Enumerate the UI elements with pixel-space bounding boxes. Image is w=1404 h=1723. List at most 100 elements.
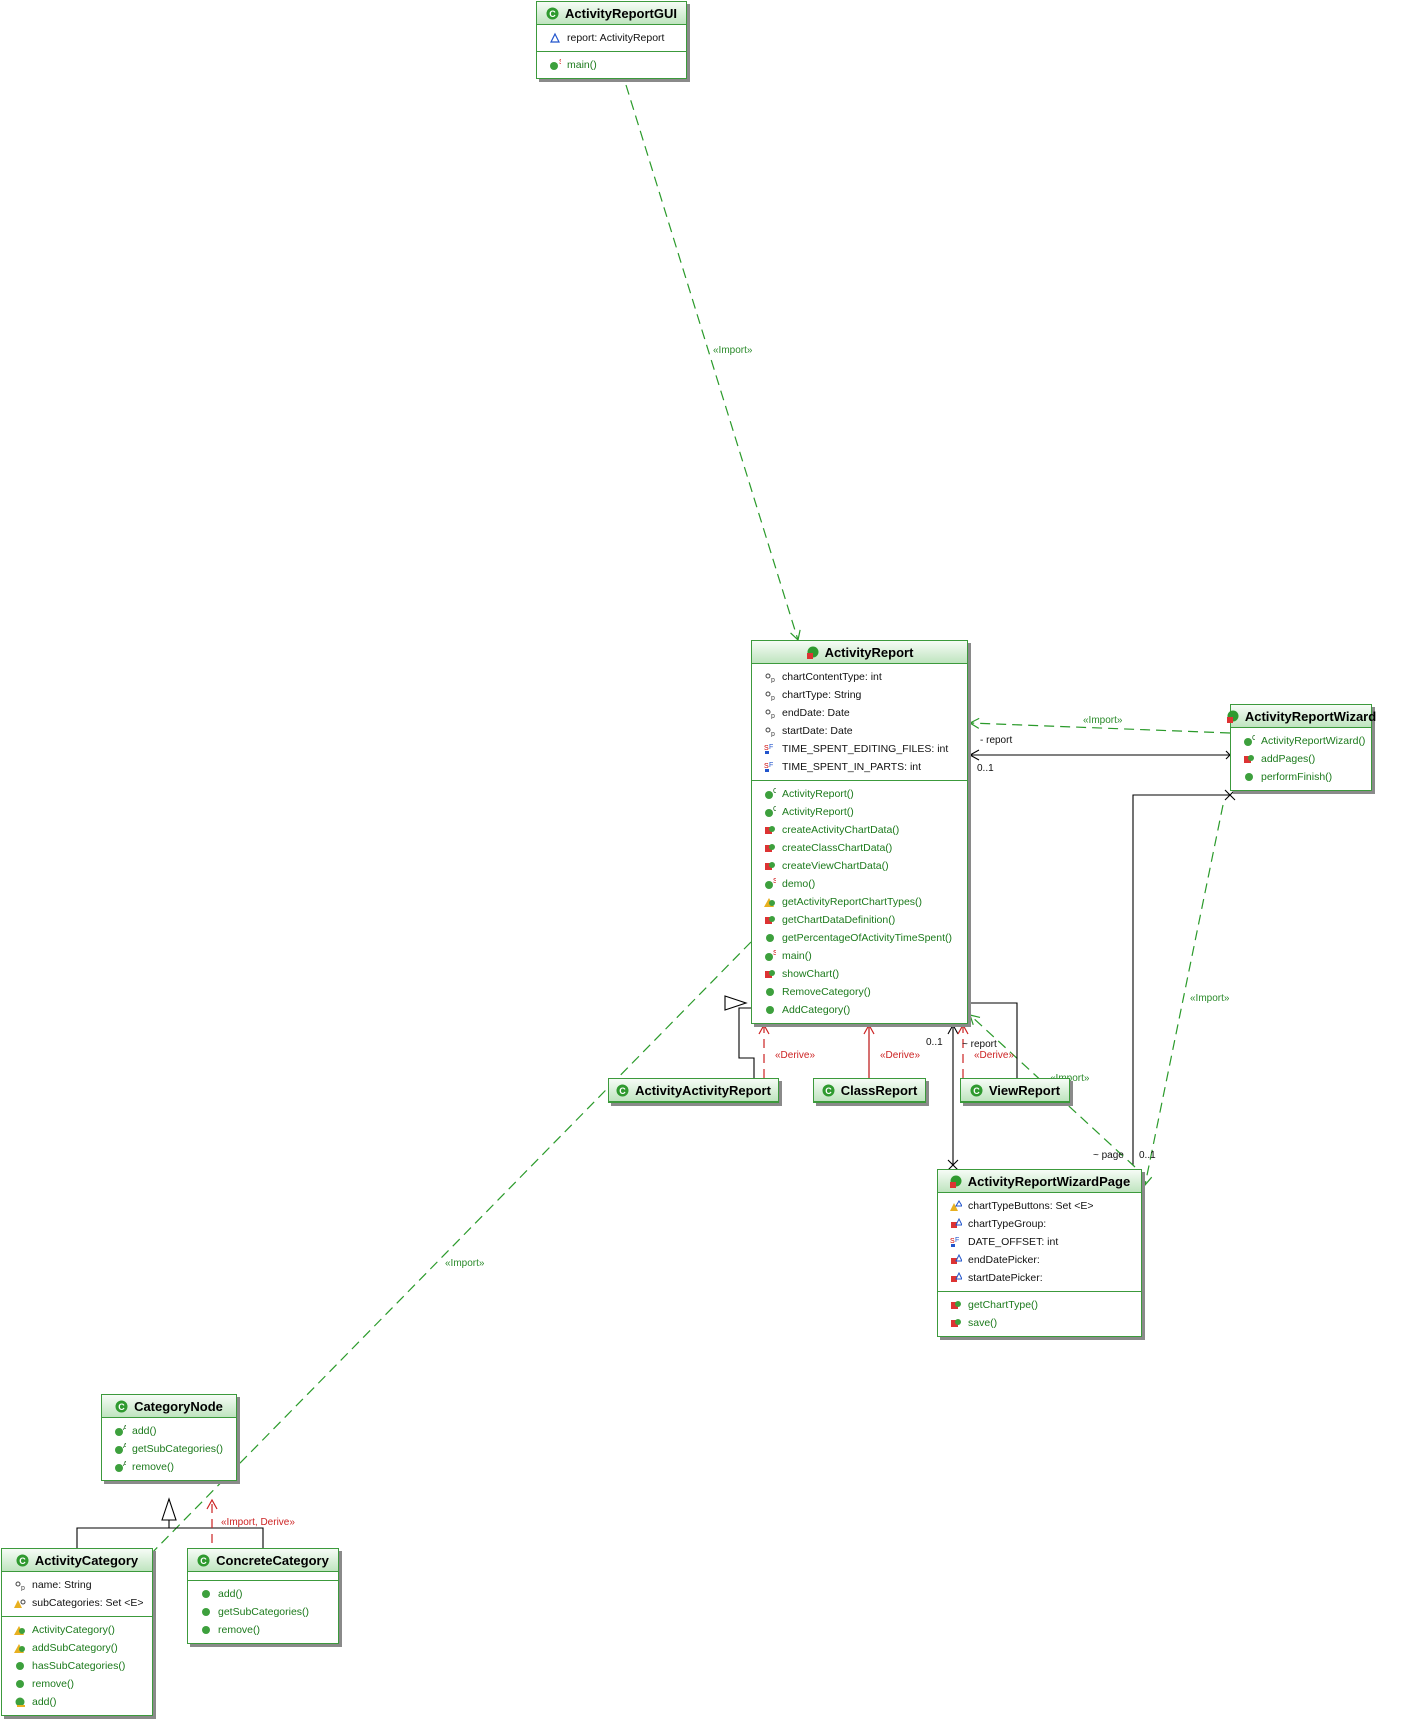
gen-subclasses <box>738 1007 755 1078</box>
import-gui-to-report <box>625 84 801 642</box>
class-name: ViewReport <box>988 1082 1061 1098</box>
method-label: AddCategory() <box>782 1004 851 1016</box>
label-import-gui: «Import» <box>713 345 753 356</box>
constructor-icon: C <box>1243 735 1255 747</box>
class-header: C ConcreteCategory <box>188 1549 338 1572</box>
method-row: getPercentageOfActivityTimeSpent() <box>752 929 967 947</box>
field-icon: p <box>764 707 776 719</box>
class-activityreportgui[interactable]: C ActivityReportGUI report: ActivityRepo… <box>536 1 687 79</box>
class-icon: C <box>822 1084 835 1097</box>
label-import-derive: «Import, Derive» <box>221 1517 295 1528</box>
method-label: ActivityCategory() <box>32 1624 115 1636</box>
label-derive-view: «Derive» <box>974 1050 1015 1061</box>
svg-text:S: S <box>773 950 776 957</box>
private-method-icon <box>764 842 776 854</box>
public-method-icon <box>764 932 776 944</box>
class-icon <box>1226 710 1239 723</box>
abstract-method-icon: A <box>114 1461 126 1473</box>
private-method-icon <box>764 824 776 836</box>
class-header: ActivityReportWizard <box>1226 705 1376 728</box>
private-field-icon <box>950 1272 962 1284</box>
label-derive-class: «Derive» <box>880 1050 921 1061</box>
field-icon: p <box>14 1579 26 1591</box>
method-label: main() <box>782 950 812 962</box>
method-label: save() <box>968 1317 998 1329</box>
method-label: getChartDataDefinition() <box>782 914 896 926</box>
field-label: chartTypeGroup: <box>968 1218 1047 1230</box>
svg-text:F: F <box>769 744 773 751</box>
svg-text:S: S <box>950 1238 955 1245</box>
constructor-icon: C <box>764 806 776 818</box>
field-label: startDatePicker: <box>968 1272 1043 1284</box>
class-name: CategoryNode <box>134 1398 223 1414</box>
private-method-icon <box>764 860 776 872</box>
public-method-icon <box>1243 771 1255 783</box>
label-import-wizard-page: «Import» <box>1190 993 1230 1004</box>
public-method-icon <box>14 1660 26 1672</box>
import-wizard-to-report <box>968 717 1231 734</box>
class-icon: C <box>616 1084 629 1097</box>
class-concretecategory[interactable]: C ConcreteCategory add()getSubCategories… <box>187 1548 339 1644</box>
method-label: addSubCategory() <box>32 1642 118 1654</box>
method-row: addPages() <box>1231 750 1371 768</box>
svg-text:C: C <box>619 1086 626 1096</box>
field-label: chartTypeButtons: Set <E> <box>968 1200 1094 1212</box>
method-row: RemoveCategory() <box>752 983 967 1001</box>
label-mult-page: 0..1 <box>1139 1150 1156 1161</box>
static-method-icon: S <box>764 950 776 962</box>
method-row: getActivityReportChartTypes() <box>752 893 967 911</box>
svg-text:p: p <box>771 731 775 737</box>
method-row: save() <box>938 1314 1141 1332</box>
class-activityactivityreport[interactable]: C ActivityActivityReport <box>608 1078 779 1103</box>
svg-text:C: C <box>118 1402 125 1412</box>
private-method-icon <box>764 914 776 926</box>
field-row: report: ActivityReport <box>537 29 686 47</box>
label-mult-report: 0..1 <box>977 763 994 774</box>
svg-text:S: S <box>773 878 776 885</box>
method-row: AddCategory() <box>752 1001 967 1019</box>
field-row: endDatePicker: <box>938 1251 1141 1269</box>
class-header: C CategoryNode <box>102 1395 236 1418</box>
svg-text:p: p <box>771 713 775 719</box>
methods-section: ActivityCategory()addSubCategory()hasSub… <box>2 1616 152 1715</box>
static-method-icon: S <box>549 59 561 71</box>
public-method-icon <box>14 1696 26 1708</box>
field-label: chartType: String <box>782 689 862 701</box>
private-method-icon <box>950 1317 962 1329</box>
class-classreport[interactable]: C ClassReport <box>813 1078 926 1103</box>
class-viewreport[interactable]: C ViewReport <box>960 1078 1070 1103</box>
class-name: ConcreteCategory <box>216 1552 329 1568</box>
constructor-icon: C <box>764 788 776 800</box>
method-label: remove() <box>32 1678 75 1690</box>
svg-text:A: A <box>123 1443 126 1450</box>
fields-section: report: ActivityReport <box>537 25 686 51</box>
field-row: p name: String <box>2 1576 152 1594</box>
method-row: getChartType() <box>938 1296 1141 1314</box>
field-label: DATE_OFFSET: int <box>968 1236 1059 1248</box>
method-row: addSubCategory() <box>2 1639 152 1657</box>
public-method-icon <box>764 1004 776 1016</box>
method-row: performFinish() <box>1231 768 1371 786</box>
abstract-method-icon: A <box>114 1425 126 1437</box>
method-row: remove() <box>188 1621 338 1639</box>
private-field-icon <box>950 1254 962 1266</box>
class-activityreportwizardpage[interactable]: ActivityReportWizardPage chartTypeButton… <box>937 1169 1142 1337</box>
class-icon: C <box>970 1084 983 1097</box>
field-label: name: String <box>32 1579 92 1591</box>
svg-text:C: C <box>549 9 556 19</box>
